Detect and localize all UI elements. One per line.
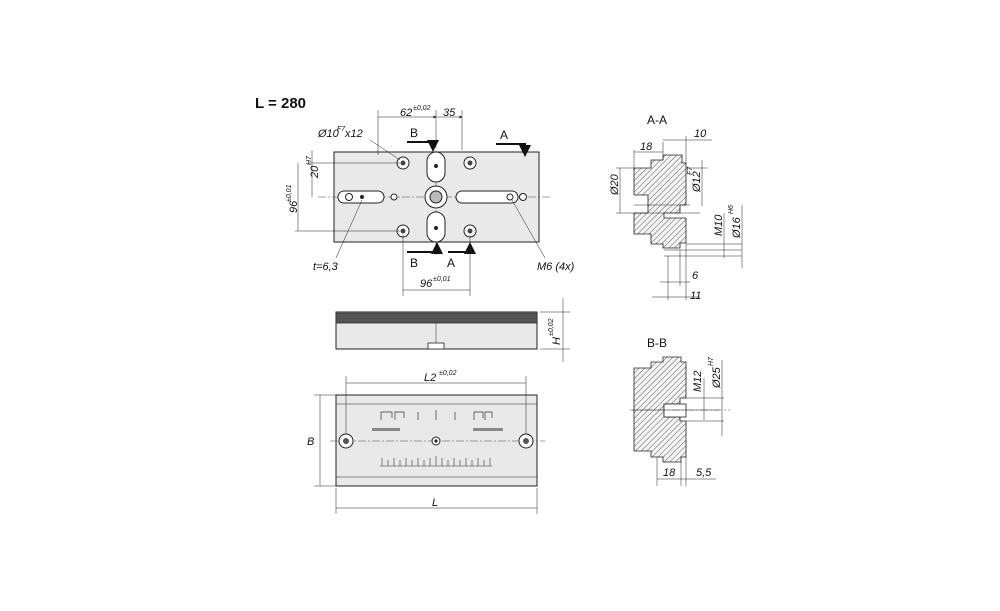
aa-dim-11: 11 xyxy=(690,290,701,302)
tol-l2: ±0,02 xyxy=(439,370,457,377)
section-aa-body xyxy=(633,154,687,249)
bb-tol-25: H7 xyxy=(708,356,715,366)
aa-tol-16: H6 xyxy=(728,205,735,214)
section-a-a: A-A 18 10 Ø20 Ø12 F7 M10 Ø16 H6 6 xyxy=(609,113,743,302)
tol-bore: F7 xyxy=(337,126,346,133)
dim-h: H xyxy=(551,337,563,345)
aa-dim-16: Ø16 xyxy=(731,216,743,239)
aa-dim-m10: M10 xyxy=(713,214,725,236)
aa-dim-12: Ø12 xyxy=(691,171,703,193)
bb-dim-m12: M12 xyxy=(692,371,704,392)
aa-tol-12: F7 xyxy=(687,166,694,175)
section-b-b: B-B M12 Ø25 H7 18 5,5 xyxy=(630,336,730,486)
tol-96-horizontal: ±0,01 xyxy=(433,276,451,283)
dim-b: B xyxy=(307,436,314,448)
section-a-label-bottom: A xyxy=(447,256,455,270)
side-view-serration xyxy=(335,312,538,324)
dim-62: 62 xyxy=(400,107,412,119)
dim-l2: L2 xyxy=(424,372,436,384)
dim-96-horizontal: 96 xyxy=(420,278,433,290)
aa-dim-20: Ø20 xyxy=(609,173,621,196)
dim-bore-depth: x12 xyxy=(344,128,363,140)
side-view: H ±0,02 xyxy=(335,298,570,362)
section-b-label-top: B xyxy=(410,126,418,140)
section-a-label-top: A xyxy=(500,128,508,142)
engraved-markings xyxy=(380,410,493,420)
tol-62: ±0,02 xyxy=(413,105,431,112)
bb-dim-25: Ø25 xyxy=(711,366,723,389)
bb-dim-18: 18 xyxy=(663,467,676,479)
aa-dim-6: 6 xyxy=(692,270,699,282)
section-b-label-bottom: B xyxy=(410,256,418,270)
dim-thread-m6: M6 (4x) xyxy=(537,261,575,273)
dim-35: 35 xyxy=(443,107,456,119)
bb-dim-55: 5,5 xyxy=(696,467,712,479)
m6-holes xyxy=(390,156,477,238)
dim-20: 20 xyxy=(309,165,321,179)
section-bb-title: B-B xyxy=(647,336,667,350)
tol-96-vertical: ±0,01 xyxy=(286,184,293,202)
tol-20: H7 xyxy=(306,155,313,165)
slot-right xyxy=(455,190,519,204)
aa-dim-18: 18 xyxy=(640,141,653,153)
center-bore-inner xyxy=(429,190,443,204)
tol-h: ±0,02 xyxy=(548,318,555,336)
dim-slot-depth: t=6,3 xyxy=(313,261,339,273)
top-view: 62 ±0,02 35 Ø10 F7 x12 B B A A 20 H7 96 … xyxy=(286,105,575,296)
dim-l: L xyxy=(432,497,438,509)
section-aa-title: A-A xyxy=(647,113,667,127)
scale-ticks xyxy=(380,456,492,467)
length-title: L = 280 xyxy=(255,95,306,112)
dim-96-vertical: 96 xyxy=(288,200,300,213)
front-view: L2 ±0,02 B L xyxy=(307,370,545,514)
aa-dim-10: 10 xyxy=(694,128,707,140)
dim-bore: Ø10 xyxy=(317,128,340,140)
